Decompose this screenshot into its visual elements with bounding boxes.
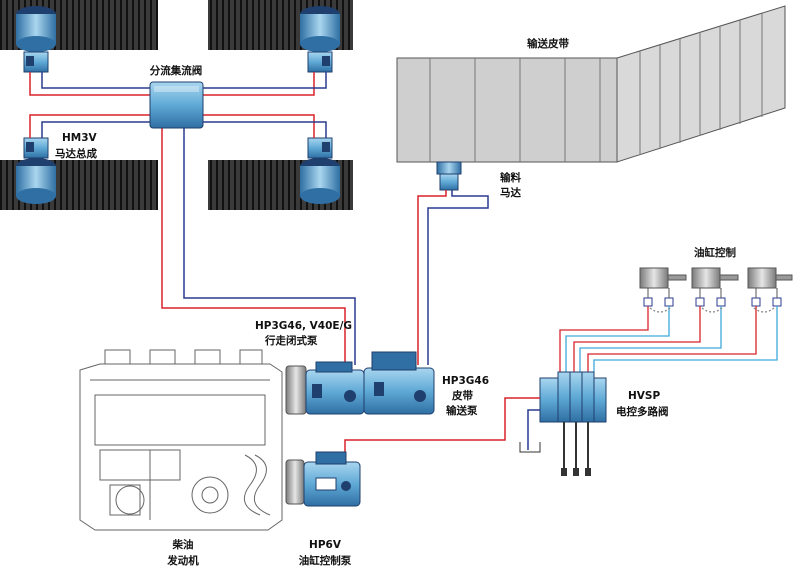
conveyor-belt xyxy=(396,5,786,163)
valve-model-label: HVSP xyxy=(628,390,660,402)
travel-pump-name-label: 行走闭式泵 xyxy=(264,334,318,347)
motor-assembly-name-label: 马达总成 xyxy=(55,147,97,160)
conveyor-motor-label-2: 马达 xyxy=(500,186,521,199)
conveyor-belt-label: 输送皮带 xyxy=(527,37,569,50)
belt-pump-line2-label: 皮带 xyxy=(451,389,473,402)
travel-motor-icon xyxy=(16,6,56,73)
hydraulic-cylinder-icon xyxy=(691,267,739,307)
engine-label-1: 柴油 xyxy=(172,538,194,551)
motor-assembly-model-label: HM3V xyxy=(62,132,98,144)
multi-way-valve xyxy=(539,371,607,476)
belt-pump-line3-label: 输送泵 xyxy=(446,404,478,417)
cylinder-pump-name-label: 油缸控制泵 xyxy=(299,554,352,567)
travel-motor-hoses xyxy=(29,72,356,365)
cylinder-control-label: 油缸控制 xyxy=(694,246,736,259)
travel-motor-icon xyxy=(300,137,340,204)
travel-pump xyxy=(285,361,365,415)
valve-name-label: 电控多路阀 xyxy=(616,405,669,418)
tank-symbol-icon xyxy=(519,442,541,453)
belt-pump-model-label: HP3G46 xyxy=(442,375,489,387)
cylinder-pump-model-label: HP6V xyxy=(309,539,342,551)
flow-divider-valve xyxy=(149,81,204,129)
travel-pump-model-label: HP3G46, V40E/G xyxy=(255,320,352,332)
engine-label-2: 发动机 xyxy=(166,554,199,567)
conveyor-motor-icon xyxy=(436,161,462,191)
hydraulic-cylinder-icon xyxy=(639,267,687,307)
hydraulic-cylinder-icon xyxy=(747,267,793,307)
travel-motor-icon xyxy=(16,137,56,204)
conveyor-motor-label-1: 输料 xyxy=(500,171,521,184)
valve-supply-hoses xyxy=(344,397,540,462)
belt-conveyor-pump xyxy=(363,351,435,415)
flow-divider-label: 分流集流阀 xyxy=(150,64,203,77)
cylinder-hoses xyxy=(559,306,778,372)
travel-motor-icon xyxy=(300,6,340,73)
conveyor-motor-hoses xyxy=(417,190,489,365)
diesel-engine xyxy=(79,349,283,531)
cylinder-control-pump xyxy=(285,451,361,507)
